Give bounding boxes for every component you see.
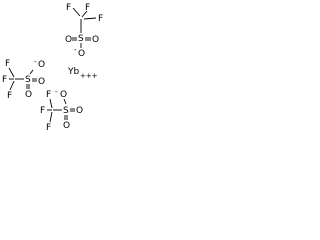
oxygen-atom: O <box>38 77 45 87</box>
bond <box>49 98 53 109</box>
oxygen-atom: O <box>92 35 99 45</box>
fluorine-atom: F <box>2 75 7 85</box>
fluorine-atom: F <box>7 91 12 101</box>
oxygen-atom: O <box>76 106 83 116</box>
oxygen-atom: O <box>65 35 72 45</box>
triflate-top-right: F F F S O O O - <box>65 3 103 59</box>
triflate-bottom: O - S O O F F F <box>40 88 83 133</box>
oxygen-atom: O <box>60 90 67 100</box>
oxygen-atom: O <box>78 49 85 59</box>
fluorine-atom: F <box>98 14 103 24</box>
fluorine-atom: F <box>46 123 51 133</box>
ytterbium-atom: Yb <box>67 67 79 77</box>
fluorine-atom: F <box>66 3 71 13</box>
negative-charge: - <box>34 58 37 66</box>
negative-charge: - <box>74 46 77 54</box>
positive-charge: +++ <box>80 72 98 80</box>
fluorine-atom: F <box>40 106 45 116</box>
ytterbium-ion: Yb +++ <box>67 67 98 80</box>
chemical-structure: F F F S O O O - Yb +++ O - S O O <box>0 0 130 138</box>
oxygen-atom: O <box>38 60 45 70</box>
bond <box>83 17 97 20</box>
sulfur-atom: S <box>63 106 69 116</box>
bond <box>29 69 34 75</box>
oxygen-atom: O <box>63 121 70 131</box>
bond <box>49 111 53 123</box>
sulfur-atom: S <box>25 75 31 85</box>
bond <box>72 7 81 17</box>
fluorine-atom: F <box>5 59 10 69</box>
fluorine-atom: F <box>46 90 51 100</box>
structure-diagram: F F F S O O O - Yb +++ O - S O O <box>2 3 103 133</box>
bond <box>81 10 88 18</box>
bond <box>63 98 67 105</box>
oxygen-atom: O <box>25 90 32 100</box>
triflate-left: O - S O O F F F <box>2 58 45 101</box>
fluorine-atom: F <box>85 3 90 13</box>
bond <box>9 80 15 91</box>
sulfur-atom: S <box>78 34 84 44</box>
bond <box>8 67 15 78</box>
negative-charge: - <box>55 88 58 96</box>
